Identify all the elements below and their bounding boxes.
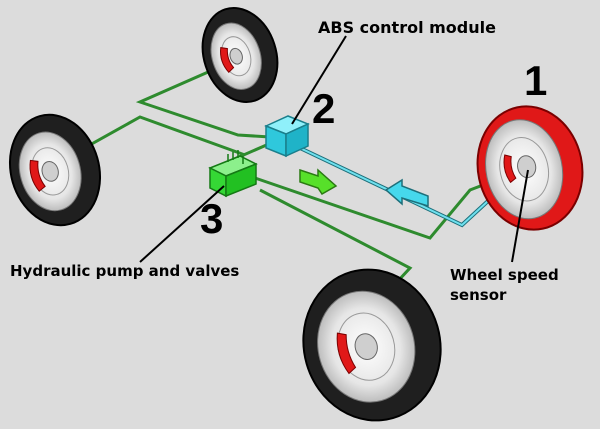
number-3: 3 <box>200 195 224 242</box>
hydraulic-pump <box>208 150 258 198</box>
caliper-rear-left <box>29 159 46 192</box>
label-wheel-speed-sensor-line1: Wheel speed <box>450 266 559 284</box>
abs-control-module <box>264 115 310 158</box>
caliper-rear-right <box>336 332 357 375</box>
leader-lines <box>139 35 529 263</box>
hydraulic-flow-arrow <box>299 168 338 195</box>
caliper-front-left <box>220 47 235 74</box>
leader-pump <box>139 185 225 263</box>
leader-wheel-sensor <box>511 169 529 263</box>
wheel-front-right <box>476 105 584 231</box>
leader-abs-module <box>291 35 347 125</box>
label-hydraulic-pump: Hydraulic pump and valves <box>10 262 240 280</box>
number-2: 2 <box>312 85 336 132</box>
caliper-front-right <box>503 154 517 184</box>
wheel-front-left <box>201 7 279 103</box>
label-wheel-speed-sensor-line2: sensor <box>450 286 507 304</box>
wheel-rear-left <box>8 113 102 227</box>
wheel-rear-right <box>302 268 442 422</box>
signal-flow-arrow <box>384 178 429 208</box>
label-abs-control-module: ABS control module <box>318 18 496 37</box>
number-1: 1 <box>524 57 548 104</box>
